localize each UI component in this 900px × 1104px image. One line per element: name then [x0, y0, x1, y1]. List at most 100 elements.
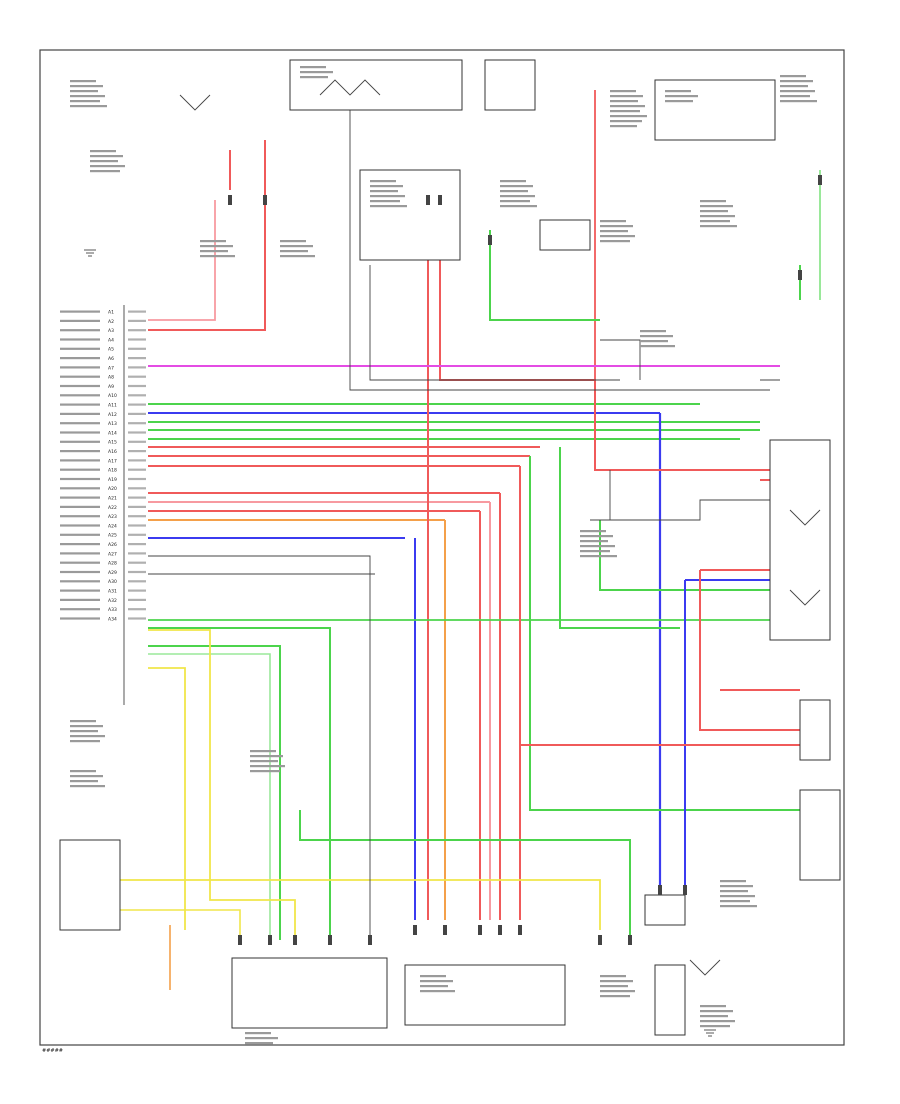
- pin-label: A30: [108, 579, 117, 585]
- wire-layer: [90, 90, 821, 990]
- left-center-note: [200, 245, 233, 248]
- pin-label: A4: [108, 337, 114, 343]
- lower-center-note: [250, 750, 276, 753]
- pin-label: A15: [108, 440, 117, 446]
- pin-label: A25: [108, 533, 117, 539]
- right-mid-note-2: [640, 345, 675, 348]
- pin-name-block: [60, 440, 100, 443]
- pin-color-block: [128, 338, 146, 341]
- wire-lgreen-ll: [148, 653, 271, 940]
- bottom-right-note: [700, 1020, 735, 1023]
- lower-right-note: [720, 890, 748, 893]
- bottom-left-caption: [245, 1037, 278, 1040]
- pin-label: A9: [108, 384, 114, 390]
- right-sensor-small: [799, 699, 831, 761]
- pin-name-block: [60, 459, 100, 462]
- right-top-note: [610, 115, 647, 118]
- pin-color-block: [128, 357, 146, 360]
- connector-icon: [518, 925, 522, 935]
- bottom-note: [600, 990, 635, 993]
- far-right-note: [780, 90, 815, 93]
- pin-color-block: [128, 459, 146, 462]
- wire-green-mid: [599, 520, 770, 591]
- center-note: [280, 245, 313, 248]
- right-mid-note: [600, 235, 635, 238]
- pin-label: A10: [108, 393, 117, 399]
- pin-color-block: [128, 422, 146, 425]
- connector-icon: [628, 935, 632, 945]
- pin-label: A19: [108, 477, 117, 483]
- connector-icon: [368, 935, 372, 945]
- left-center-note: [200, 240, 226, 243]
- pin-color-block: [128, 524, 146, 527]
- pin-color-block: [128, 468, 146, 471]
- left-center-note: [200, 250, 228, 253]
- left-bottom-note: [70, 735, 105, 738]
- pin-color-block: [128, 310, 146, 313]
- pin-name-block: [60, 357, 100, 360]
- pin-color-block: [128, 384, 146, 388]
- bottom-center-text: [420, 975, 446, 978]
- center-note: [280, 250, 308, 253]
- pin-color-block: [128, 403, 146, 406]
- left-bottom-note: [70, 730, 98, 733]
- pin-label: A2: [108, 319, 114, 325]
- ecm-text: [370, 185, 403, 188]
- left-mid-note: [90, 155, 123, 158]
- center-note: [280, 255, 315, 258]
- pin-name-block: [60, 580, 100, 583]
- pin-name-block: [60, 598, 100, 601]
- ecm-text: [370, 200, 400, 203]
- pin-name-block: [60, 310, 100, 313]
- right-mid-note-2: [640, 340, 668, 343]
- right-mid-note: [600, 240, 630, 243]
- component-layer: [59, 59, 841, 1045]
- connector-icon: [328, 935, 332, 945]
- pin-label-layer: A1A2A3A4A5A6A7A8A9A10A11A12A13A14A15A16A…: [60, 310, 146, 622]
- pin-color-block: [128, 394, 146, 397]
- pin-label: A24: [108, 523, 117, 529]
- pin-name-block: [60, 366, 100, 369]
- lower-center-note: [250, 770, 280, 773]
- pin-name-block: [60, 487, 100, 490]
- connector-icon: [818, 175, 822, 185]
- far-right-note: [780, 80, 813, 83]
- bottom-center-text: [420, 990, 455, 993]
- connector-icon: [598, 935, 602, 945]
- center-vertical-note: [580, 550, 610, 553]
- center-right-note: [500, 195, 535, 198]
- left-bottom-note-2: [70, 775, 103, 778]
- relay-box-top-mid: [484, 59, 536, 111]
- pin-label: A5: [108, 347, 114, 353]
- pin-name-block: [60, 570, 100, 574]
- black-wire-f: [600, 339, 641, 380]
- wire-pink-left: [148, 200, 216, 321]
- wire-yellow-d: [90, 909, 241, 940]
- wire-yellow-b: [148, 667, 186, 930]
- diagram-frame: [39, 49, 845, 1046]
- black-wire-e: [590, 499, 770, 521]
- pin-name-block: [60, 552, 100, 555]
- lower-right-note: [720, 905, 757, 908]
- pin-color-block: [128, 533, 146, 536]
- bottom-center-text: [420, 980, 453, 983]
- pin-label: A31: [108, 589, 117, 595]
- connector-icon: [658, 885, 662, 895]
- ecm-module-upper: [359, 169, 461, 261]
- left-bottom-note-2: [70, 770, 96, 773]
- bottom-center-connector: [404, 964, 566, 1026]
- lower-center-note: [250, 765, 285, 768]
- wire-green-lower: [529, 456, 800, 811]
- pin-label: A33: [108, 607, 117, 613]
- connector-icon: [498, 925, 502, 935]
- footer-id: #####: [42, 1048, 63, 1054]
- pin-color-block: [128, 561, 146, 564]
- left-center-note: [200, 255, 235, 258]
- bottom-center-text: [420, 985, 448, 988]
- bottom-right-note: [700, 1015, 728, 1018]
- black-wire-c: [148, 555, 371, 940]
- pin-name-block: [60, 505, 100, 508]
- far-right-note: [780, 75, 806, 78]
- pin-color-block: [128, 580, 146, 583]
